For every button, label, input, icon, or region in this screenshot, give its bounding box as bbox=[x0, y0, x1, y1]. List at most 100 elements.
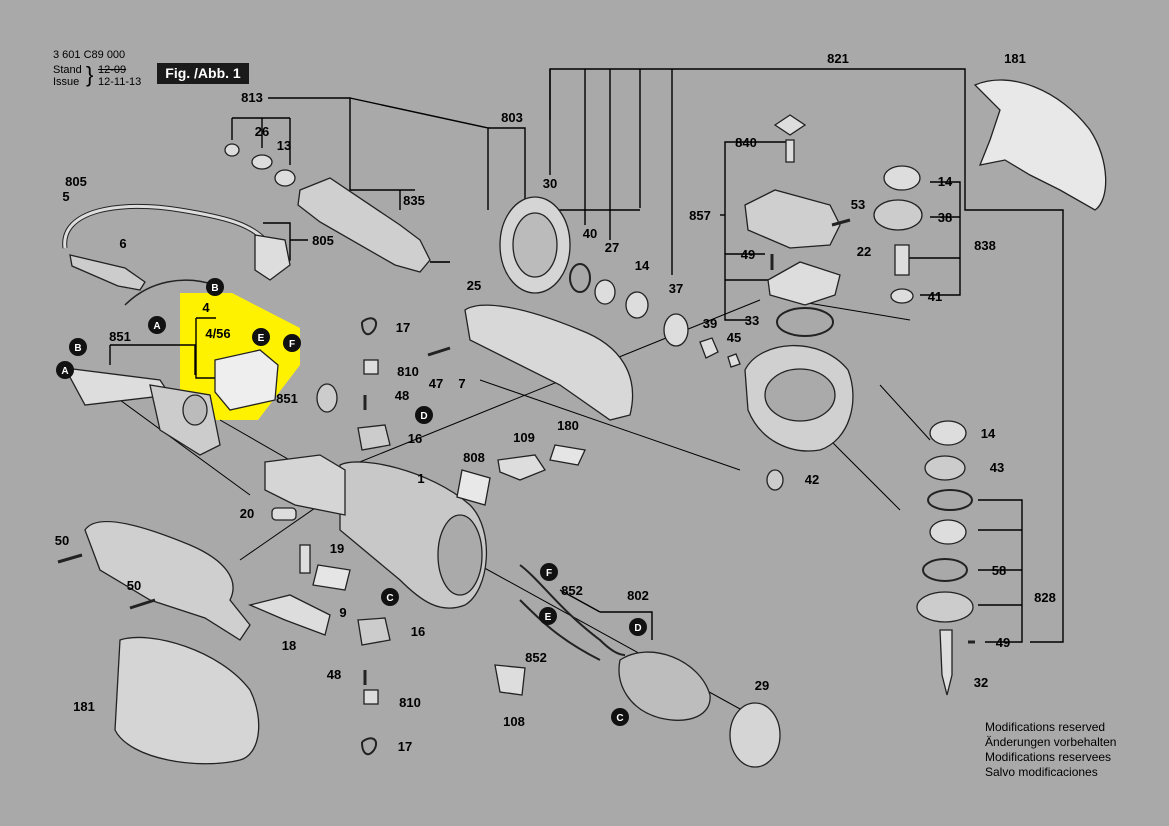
stand-label: Stand bbox=[53, 64, 82, 76]
note-fr: Modifications reservees bbox=[985, 750, 1112, 764]
label-4-56: 4/56 bbox=[205, 326, 230, 341]
label-48-b: 48 bbox=[327, 667, 341, 682]
leader-lines bbox=[109, 68, 1064, 721]
armature-835 bbox=[297, 177, 431, 273]
label-7: 7 bbox=[458, 376, 465, 391]
label-180: 180 bbox=[557, 418, 579, 433]
o-ring-58 bbox=[922, 558, 968, 582]
label-835: 835 bbox=[403, 193, 425, 208]
label-810-b: 810 bbox=[399, 695, 421, 710]
air-guide-29 bbox=[729, 702, 781, 768]
wire-852 bbox=[519, 564, 626, 656]
note-en: Modifications reserved bbox=[985, 720, 1106, 734]
housing-25 bbox=[464, 304, 634, 421]
label-1: 1 bbox=[417, 471, 424, 486]
nut-42 bbox=[766, 469, 784, 491]
spring-17-a bbox=[361, 317, 378, 336]
cover-181-bottom bbox=[114, 636, 260, 765]
label-852-b: 852 bbox=[525, 650, 547, 665]
marker-B-2: B bbox=[74, 343, 81, 354]
marker-D-1: D bbox=[420, 411, 427, 422]
label-14-a: 14 bbox=[635, 258, 650, 273]
label-810-a: 810 bbox=[397, 364, 419, 379]
spring-19 bbox=[299, 544, 311, 574]
flange-828 bbox=[916, 591, 974, 623]
label-40: 40 bbox=[583, 226, 597, 241]
label-13: 13 bbox=[277, 138, 291, 153]
housing-front bbox=[264, 454, 346, 516]
field-coil-802 bbox=[618, 651, 711, 721]
stand-value: 12-09 bbox=[98, 64, 127, 76]
label-9 bbox=[312, 564, 351, 591]
label-180 bbox=[549, 444, 586, 466]
knob-840 bbox=[773, 114, 807, 136]
marker-D-2: D bbox=[634, 623, 641, 634]
label-181-bottom: 181 bbox=[73, 699, 95, 714]
wire-A bbox=[124, 279, 216, 306]
bearing-26 bbox=[251, 154, 273, 170]
label-45: 45 bbox=[727, 330, 741, 345]
label-30: 30 bbox=[543, 176, 557, 191]
label-49-a: 49 bbox=[741, 247, 755, 262]
label-857: 857 bbox=[689, 208, 711, 223]
label-33: 33 bbox=[745, 313, 759, 328]
brush-holder-16-b bbox=[357, 617, 391, 646]
lever-18 bbox=[247, 594, 331, 636]
label-50-b: 50 bbox=[127, 578, 141, 593]
label-805-a: 805 bbox=[65, 174, 87, 189]
label-29: 29 bbox=[755, 678, 769, 693]
label-48-a: 48 bbox=[395, 388, 409, 403]
label-851-b: 851 bbox=[276, 391, 298, 406]
marker-F-2: F bbox=[546, 568, 552, 579]
label-828: 828 bbox=[1034, 590, 1056, 605]
doc-number: 3 601 C89 000 bbox=[53, 49, 126, 61]
bearing-41 bbox=[890, 288, 914, 304]
note-es: Salvo modificaciones bbox=[985, 765, 1098, 779]
label-19: 19 bbox=[330, 541, 344, 556]
label-802: 802 bbox=[627, 588, 649, 603]
bearing-27 bbox=[594, 279, 616, 305]
label-47: 47 bbox=[429, 376, 443, 391]
label-32: 32 bbox=[974, 675, 988, 690]
spring-20 bbox=[271, 507, 297, 521]
label-41: 41 bbox=[928, 289, 942, 304]
part-39 bbox=[699, 337, 719, 359]
brush-810-b bbox=[363, 689, 379, 705]
label-181-top: 181 bbox=[1004, 51, 1026, 66]
flange-22-plate bbox=[767, 261, 841, 306]
label-803: 803 bbox=[501, 110, 523, 125]
marker-A-1: A bbox=[153, 321, 160, 332]
label-14-b: 14 bbox=[938, 174, 953, 189]
label-14-c: 14 bbox=[981, 426, 996, 441]
marker-B-1: B bbox=[211, 283, 218, 294]
spindle-32 bbox=[939, 629, 953, 696]
part-108 bbox=[494, 664, 526, 696]
label-840: 840 bbox=[735, 135, 757, 150]
wheel-851 bbox=[316, 383, 338, 413]
label-27: 27 bbox=[605, 240, 619, 255]
label-42: 42 bbox=[805, 472, 819, 487]
label-838: 838 bbox=[974, 238, 996, 253]
label-53: 53 bbox=[851, 197, 865, 212]
spring-17-b bbox=[361, 737, 378, 756]
label-18: 18 bbox=[282, 638, 296, 653]
marker-F-1: F bbox=[289, 339, 295, 350]
label-808 bbox=[456, 469, 491, 506]
label-17-b: 17 bbox=[398, 739, 412, 754]
label-22: 22 bbox=[857, 244, 871, 259]
brush-810-a bbox=[363, 359, 379, 375]
label-808: 808 bbox=[463, 450, 485, 465]
label-49-b: 49 bbox=[996, 635, 1010, 650]
o-ring-33 bbox=[776, 307, 834, 337]
switch-4 bbox=[214, 349, 279, 411]
bearing-14-c bbox=[929, 420, 967, 446]
label-17-a: 17 bbox=[396, 320, 410, 335]
label-39: 39 bbox=[703, 316, 717, 331]
gear-43 bbox=[924, 455, 966, 481]
brace: } bbox=[86, 62, 94, 87]
part-45 bbox=[727, 353, 741, 368]
label-4: 4 bbox=[202, 300, 210, 315]
label-805-b: 805 bbox=[312, 233, 334, 248]
strain-relief-6 bbox=[69, 254, 146, 291]
label-109: 109 bbox=[513, 430, 535, 445]
